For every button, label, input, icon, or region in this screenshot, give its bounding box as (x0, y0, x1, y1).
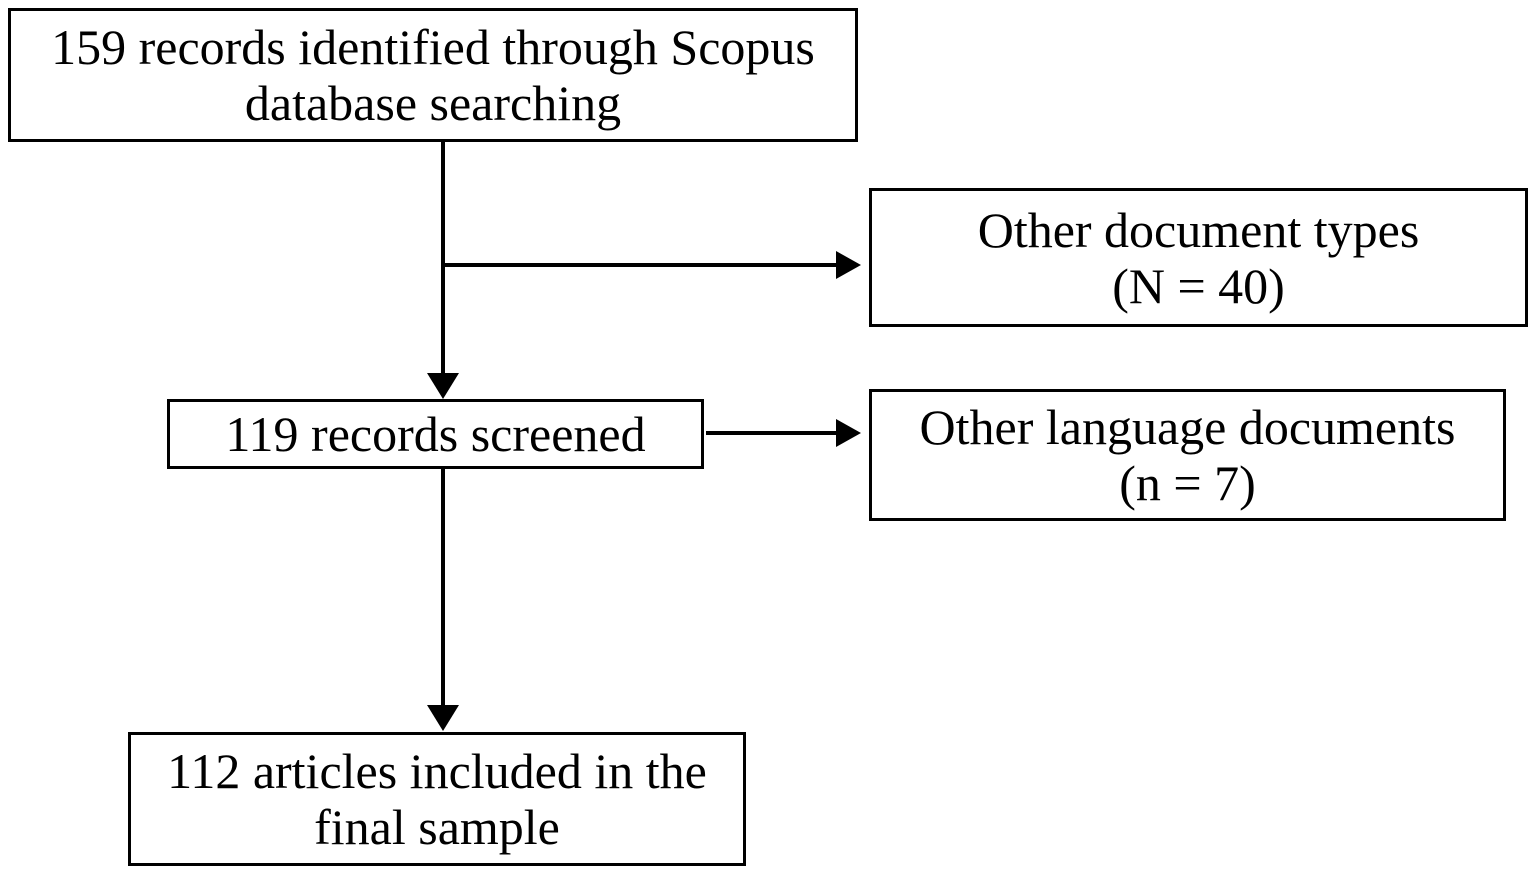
box-records-identified: 159 records identified through Scopus da… (8, 8, 858, 142)
box-articles-included-line2: final sample (314, 799, 560, 855)
box-other-document-types-count: (N = 40) (1112, 257, 1285, 314)
arrowhead-down-icon (427, 705, 459, 731)
arrowhead-down-icon (427, 373, 459, 399)
box-articles-included-line1: 112 articles included in the (167, 743, 707, 799)
arrowhead-right-icon (836, 251, 861, 279)
box-records-identified-line1: 159 records identified through Scopus (51, 19, 815, 75)
box-other-document-types-line1: Other document types (977, 201, 1420, 258)
arrowhead-right-icon (836, 419, 861, 447)
box-other-language-documents-line1: Other language documents (919, 399, 1456, 455)
box-records-identified-line2: database searching (244, 75, 622, 131)
connector-screened-to-included (441, 469, 445, 706)
box-records-screened-line1: 119 records screened (225, 406, 646, 462)
box-other-document-types: Other document types (N = 40) (869, 188, 1528, 327)
box-other-language-documents: Other language documents (n = 7) (869, 389, 1506, 521)
box-other-language-documents-count: (n = 7) (1119, 455, 1256, 511)
connector-screened-to-language (706, 431, 836, 435)
box-records-screened: 119 records screened (167, 399, 704, 469)
box-articles-included: 112 articles included in the final sampl… (128, 732, 746, 866)
connector-identified-to-screened (441, 142, 445, 374)
connector-branch-to-doc-types (443, 263, 836, 267)
